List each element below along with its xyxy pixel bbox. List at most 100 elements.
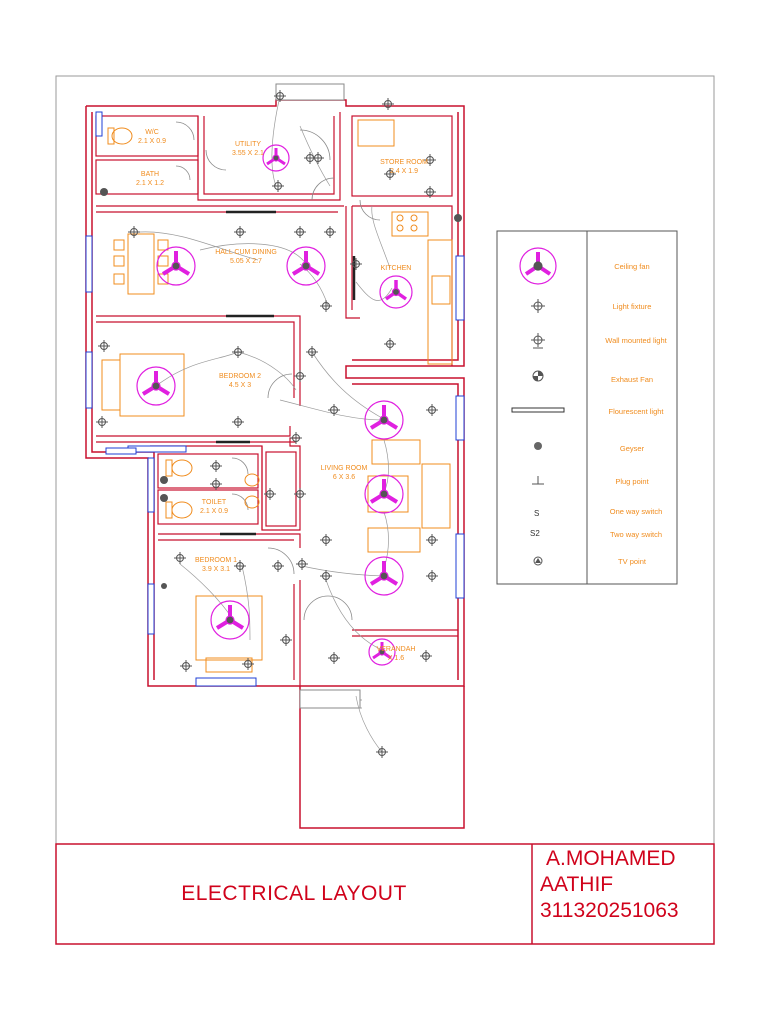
room-label-toilet: TOILET (202, 499, 227, 506)
fan-hall (156, 246, 196, 286)
light-fixture-icon (264, 488, 276, 500)
light-fixture-icon (272, 560, 284, 572)
furniture (101, 119, 453, 673)
light-fixture-icon (424, 154, 436, 166)
light-fixture-icon (426, 404, 438, 416)
light-fixture-icon (274, 90, 286, 102)
legend-label-one-way: One way switch (610, 507, 663, 516)
light-fixture-icon (294, 488, 306, 500)
room-size-bed2: 4.5 X 3 (229, 382, 251, 389)
legend-symbol-wall-light (531, 333, 545, 349)
light-fixture-icon (98, 340, 110, 352)
room-label-verandah: VERANDAH (377, 646, 416, 653)
light-fixture-icon (312, 152, 324, 164)
light-fixture-icon (294, 226, 306, 238)
legend-label-geyser: Geyser (620, 444, 645, 453)
ceiling-fans (136, 144, 413, 666)
light-fixture-icon (426, 534, 438, 546)
author-id: 311320251063 (540, 899, 679, 922)
legend-symbol-one-way: S (534, 509, 539, 518)
light-fixture-icon (328, 404, 340, 416)
light-fixture-icon (294, 370, 306, 382)
light-fixture-icon (242, 658, 254, 670)
author-name-line2: AATHIF (540, 873, 614, 896)
fluorescent-lights (216, 210, 356, 536)
light-fixture-icon (174, 552, 186, 564)
room-label-store: STORE ROOM (380, 159, 428, 166)
legend-symbol-plug (532, 476, 544, 485)
exhaust-fans-and-geysers (100, 188, 462, 589)
title-block (55, 843, 715, 945)
light-fixture-icon (382, 98, 394, 110)
room-size-wc: 2.1 X 0.9 (138, 138, 166, 145)
fan-living-3 (364, 556, 404, 596)
fan-bed1 (210, 600, 250, 640)
light-fixture-icon (232, 416, 244, 428)
light-fixture-icon (210, 478, 222, 490)
light-fixture-icon (296, 558, 308, 570)
legend-symbol-exhaust-fan (532, 370, 544, 382)
fan-kitchen (379, 275, 413, 309)
light-fixture-icon (234, 560, 246, 572)
legend-symbol-tv (533, 556, 543, 566)
author-name-line1: A.MOHAMED (546, 847, 676, 870)
room-label-utility: UTILITY (235, 141, 261, 148)
author-block: A.MOHAMED AATHIF 311320251063 (540, 846, 712, 942)
legend-label-two-way: Two way switch (610, 530, 662, 539)
light-fixture-icon (424, 186, 436, 198)
light-fixture-icon (272, 180, 284, 192)
light-fixture-icon (384, 338, 396, 350)
room-label-wc: W/C (145, 129, 159, 136)
room-size-verandah: X 1.6 (388, 655, 404, 662)
light-fixture-icon (320, 534, 332, 546)
fan-bed2 (136, 366, 176, 406)
drawing-title: ELECTRICAL LAYOUT (181, 882, 407, 905)
room-label-bed1: BEDROOM 1 (195, 557, 237, 564)
legend-label-light-fixture: Light fixture (613, 302, 652, 311)
light-fixture-icon (384, 168, 396, 180)
room-size-hall: 5.05 X 2.7 (230, 258, 262, 265)
legend-symbol-fluorescent (511, 407, 565, 413)
room-size-toilet: 2.1 X 0.9 (200, 508, 228, 515)
fan-living-1 (364, 400, 404, 440)
light-fixture-icon (210, 460, 222, 472)
light-fixture-icon (350, 258, 362, 270)
light-fixtures (96, 90, 438, 758)
legend-symbol-two-way: S2 (530, 529, 540, 538)
light-fixture-icon (280, 634, 292, 646)
light-fixture-icon (328, 652, 340, 664)
room-label-bath: BATH (141, 171, 159, 178)
fan-verandah (368, 638, 396, 666)
legend-symbol-light-fixture (531, 299, 545, 313)
legend: S S2 Ceiling fan Light fixture Wall moun… (496, 230, 678, 585)
room-label-bed2: BEDROOM 2 (219, 373, 261, 380)
legend-label-plug: Plug point (615, 477, 649, 486)
light-fixture-icon (320, 300, 332, 312)
light-fixture-icon (180, 660, 192, 672)
room-label-kitchen: KITCHEN (381, 265, 412, 272)
legend-label-wall-light: Wall mounted light (605, 336, 667, 345)
legend-symbol-geyser (534, 442, 542, 450)
light-fixture-icon (234, 226, 246, 238)
fan-living-2 (364, 474, 404, 514)
room-size-store: 2.4 X 1.9 (390, 168, 418, 175)
light-fixture-icon (376, 746, 388, 758)
light-fixture-icon (420, 650, 432, 662)
doors (175, 121, 381, 709)
light-fixture-icon (128, 226, 140, 238)
legend-label-tv: TV point (618, 557, 647, 566)
light-fixture-icon (232, 346, 244, 358)
room-size-bed1: 3.9 X 3.1 (202, 566, 230, 573)
room-label-hall: HALL CUM DINING (215, 249, 277, 256)
room-size-living: 6 X 3.6 (333, 474, 355, 481)
fan-hall-2 (286, 246, 326, 286)
light-fixture-icon (290, 432, 302, 444)
legend-label-fluorescent: Flourescent light (608, 407, 664, 416)
windows (85, 83, 465, 709)
light-fixture-icon (426, 570, 438, 582)
light-fixture-icon (324, 226, 336, 238)
light-fixture-icon (96, 416, 108, 428)
